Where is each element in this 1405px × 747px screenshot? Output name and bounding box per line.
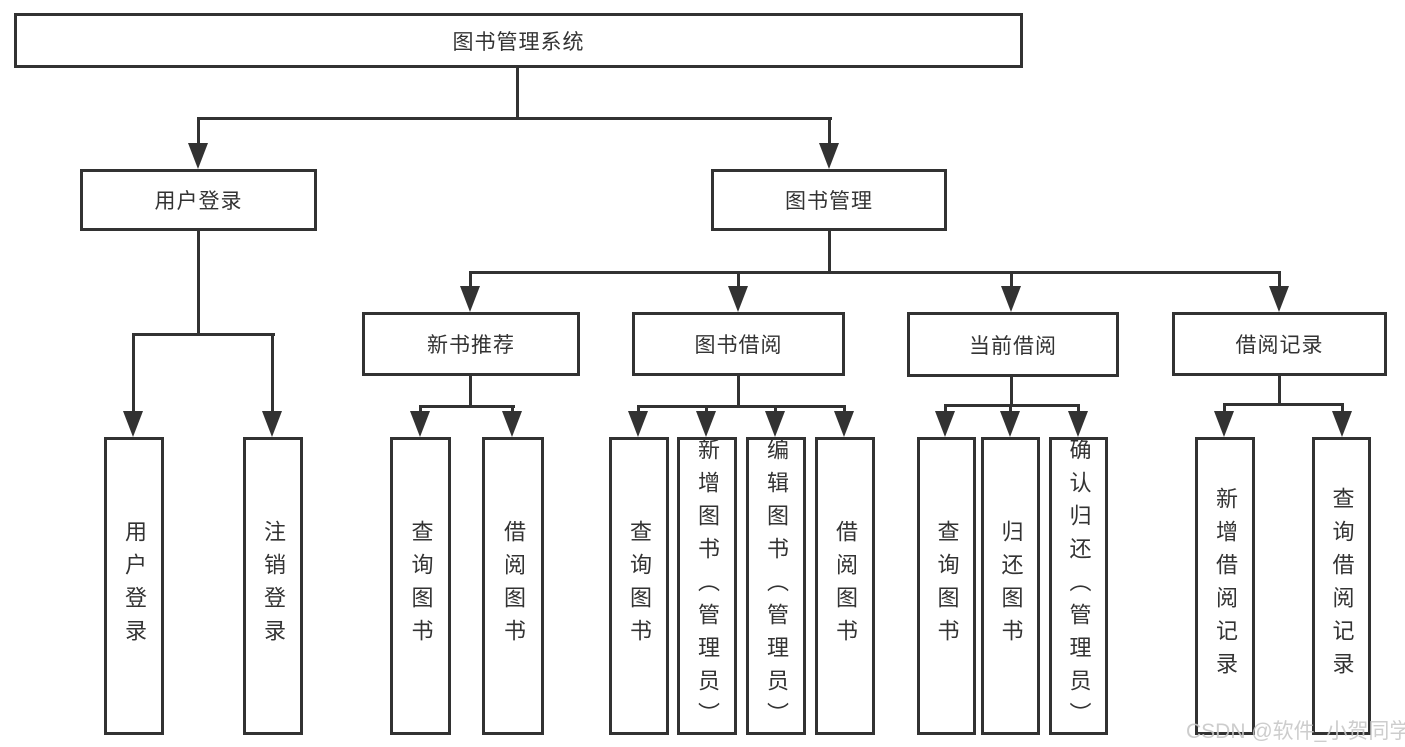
leaf-query-book-3-label: 查询图书 xyxy=(934,520,960,652)
arrowhead-level3-icon xyxy=(1001,286,1021,312)
leaf-logout-label: 注销登录 xyxy=(261,520,286,652)
connector-leaf-drop xyxy=(132,333,135,419)
connector-user-login-drop xyxy=(197,117,200,151)
connector-level3-drop xyxy=(737,271,740,293)
connector-borrow-record-stem xyxy=(1278,374,1281,406)
connector-user-login-branch xyxy=(132,333,275,336)
leaf-add-book-admin-label: 新增图书（管理员） xyxy=(695,437,720,735)
node-root-label: 图书管理系统 xyxy=(452,30,585,54)
leaf-query-book-2: 查询图书 xyxy=(609,437,669,735)
connector-book-borrow-stem xyxy=(737,374,740,408)
arrowhead-leaf-icon xyxy=(1000,411,1020,437)
leaf-add-book-admin: 新增图书（管理员） xyxy=(677,437,737,735)
arrowhead-leaf-icon xyxy=(502,411,522,437)
node-book-management: 图书管理 xyxy=(711,169,947,231)
node-user-login-label: 用户登录 xyxy=(154,190,243,213)
arrowhead-level3-icon xyxy=(1269,286,1289,312)
connector-new-book-branch xyxy=(419,405,515,408)
arrowhead-leaf-icon xyxy=(834,411,854,437)
connector-leaf-drop xyxy=(271,333,274,419)
connector-level2-branch xyxy=(197,117,832,120)
leaf-borrow-book-2-label: 借阅图书 xyxy=(833,520,858,652)
connector-borrow-record-branch xyxy=(1223,403,1344,406)
node-current-borrow: 当前借阅 xyxy=(907,312,1119,377)
connector-level3-drop xyxy=(1278,271,1281,293)
connector-user-login-stem xyxy=(197,229,200,335)
leaf-borrow-book-1-label: 借阅图书 xyxy=(501,520,526,652)
leaf-logout: 注销登录 xyxy=(243,437,303,735)
connector-level3-drop xyxy=(1010,271,1013,293)
arrowhead-leaf-icon xyxy=(1068,411,1088,437)
leaf-add-borrow-record: 新增借阅记录 xyxy=(1195,437,1255,735)
arrowhead-level3-icon xyxy=(460,286,480,312)
connector-current-borrow-stem xyxy=(1010,375,1013,407)
csdn-watermark: CSDN @软件_小贺同学 xyxy=(1186,720,1405,743)
leaf-query-book-2-label: 查询图书 xyxy=(627,520,652,652)
arrowhead-user-login-icon xyxy=(188,143,208,169)
arrowhead-leaf-icon xyxy=(696,411,716,437)
connector-root-stem xyxy=(516,66,519,119)
connector-book-borrow-branch xyxy=(637,405,846,408)
node-book-borrow: 图书借阅 xyxy=(632,312,845,376)
node-user-login: 用户登录 xyxy=(80,169,317,231)
connector-current-borrow-branch xyxy=(944,404,1080,407)
leaf-query-book-1-label: 查询图书 xyxy=(408,520,434,652)
arrowhead-leaf-icon xyxy=(123,411,143,437)
node-book-management-label: 图书管理 xyxy=(785,190,873,213)
leaf-query-book-3: 查询图书 xyxy=(917,437,976,735)
node-book-borrow-label: 图书借阅 xyxy=(694,334,783,357)
connector-book-management-stem xyxy=(828,229,831,273)
node-new-book-recommend-label: 新书推荐 xyxy=(427,334,515,357)
arrowhead-leaf-icon xyxy=(1214,411,1234,437)
arrowhead-book-management-icon xyxy=(819,143,839,169)
connector-book-management-drop xyxy=(828,117,831,151)
arrowhead-leaf-icon xyxy=(765,411,785,437)
connector-new-book-stem xyxy=(469,374,472,408)
leaf-return-book-label: 归还图书 xyxy=(998,520,1024,652)
arrowhead-leaf-icon xyxy=(410,411,430,437)
leaf-edit-book-admin: 编辑图书（管理员） xyxy=(746,437,806,735)
node-borrow-record: 借阅记录 xyxy=(1172,312,1387,376)
leaf-query-borrow-record-label: 查询借阅记录 xyxy=(1329,487,1355,685)
leaf-add-borrow-record-label: 新增借阅记录 xyxy=(1213,487,1238,685)
leaf-user-login: 用户登录 xyxy=(104,437,164,735)
node-root: 图书管理系统 xyxy=(14,13,1023,68)
node-current-borrow-label: 当前借阅 xyxy=(969,334,1057,358)
leaf-user-login-label: 用户登录 xyxy=(122,520,147,652)
arrowhead-level3-icon xyxy=(728,286,748,312)
arrowhead-leaf-icon xyxy=(262,411,282,437)
leaf-return-book: 归还图书 xyxy=(981,437,1040,735)
leaf-query-book-1: 查询图书 xyxy=(390,437,451,735)
arrowhead-leaf-icon xyxy=(935,411,955,437)
node-new-book-recommend: 新书推荐 xyxy=(362,312,580,376)
leaf-borrow-book-2: 借阅图书 xyxy=(815,437,875,735)
node-borrow-record-label: 借阅记录 xyxy=(1235,334,1324,357)
leaf-borrow-book-1: 借阅图书 xyxy=(482,437,544,735)
connector-level3-drop xyxy=(469,271,472,293)
connector-level3-branch xyxy=(469,271,1281,274)
arrowhead-leaf-icon xyxy=(1332,411,1352,437)
arrowhead-leaf-icon xyxy=(628,411,648,437)
leaf-query-borrow-record: 查询借阅记录 xyxy=(1312,437,1371,735)
leaf-confirm-return-admin-label: 确认归还（管理员） xyxy=(1066,437,1092,735)
leaf-edit-book-admin-label: 编辑图书（管理员） xyxy=(764,437,789,735)
leaf-confirm-return-admin: 确认归还（管理员） xyxy=(1049,437,1108,735)
